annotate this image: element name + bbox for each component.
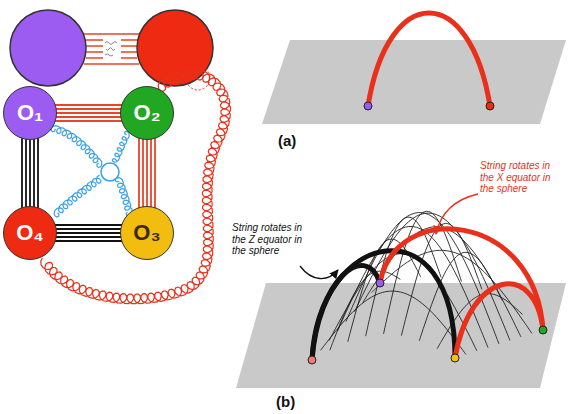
endpoint-dot bbox=[486, 102, 494, 110]
endpoint-dot bbox=[451, 354, 459, 362]
string-arc bbox=[368, 13, 490, 106]
string-arcs bbox=[312, 229, 543, 360]
operator-circle: O₃ bbox=[120, 206, 174, 260]
gluon-loop bbox=[101, 163, 119, 181]
gluon-coil bbox=[115, 178, 132, 216]
flux-tube-connector bbox=[139, 138, 155, 208]
dotted-ring bbox=[186, 66, 210, 90]
endpoint-dot bbox=[308, 356, 316, 364]
flux-tube-connector bbox=[55, 105, 122, 121]
endpoint-dot bbox=[539, 326, 547, 334]
operator-label: O₃ bbox=[133, 220, 160, 246]
quark-circle bbox=[10, 10, 86, 86]
operator-circle: O₄ bbox=[3, 206, 57, 260]
annotation: String rotates in the X equator in the s… bbox=[480, 160, 564, 195]
plane bbox=[262, 40, 566, 124]
gluon-coil bbox=[41, 69, 231, 303]
tiny-doodle bbox=[103, 39, 121, 59]
annotation: String rotates in the Z equator in the s… bbox=[232, 222, 308, 257]
endpoint-dot bbox=[376, 279, 384, 287]
operator-circle: O₂ bbox=[120, 86, 174, 140]
gluon-coil bbox=[51, 126, 102, 168]
antiquark-circle bbox=[137, 10, 213, 86]
leader-arrow bbox=[300, 266, 338, 279]
operator-label: O₂ bbox=[134, 100, 161, 126]
panel-label: (a) bbox=[278, 132, 296, 149]
flux-tube bbox=[84, 34, 139, 64]
gluon-coil bbox=[54, 175, 101, 217]
gluon-coil bbox=[112, 131, 129, 162]
flux-tube-connector bbox=[22, 138, 38, 208]
leader-arrow bbox=[436, 194, 478, 234]
operator-label: O₄ bbox=[16, 220, 44, 246]
panel-label: (b) bbox=[276, 393, 295, 410]
gluon-lines bbox=[41, 69, 231, 303]
flux-tube-connector bbox=[55, 225, 122, 241]
operator-label: O₁ bbox=[17, 100, 43, 126]
endpoint-dot bbox=[364, 102, 372, 110]
operator-circle: O₁ bbox=[3, 86, 57, 140]
